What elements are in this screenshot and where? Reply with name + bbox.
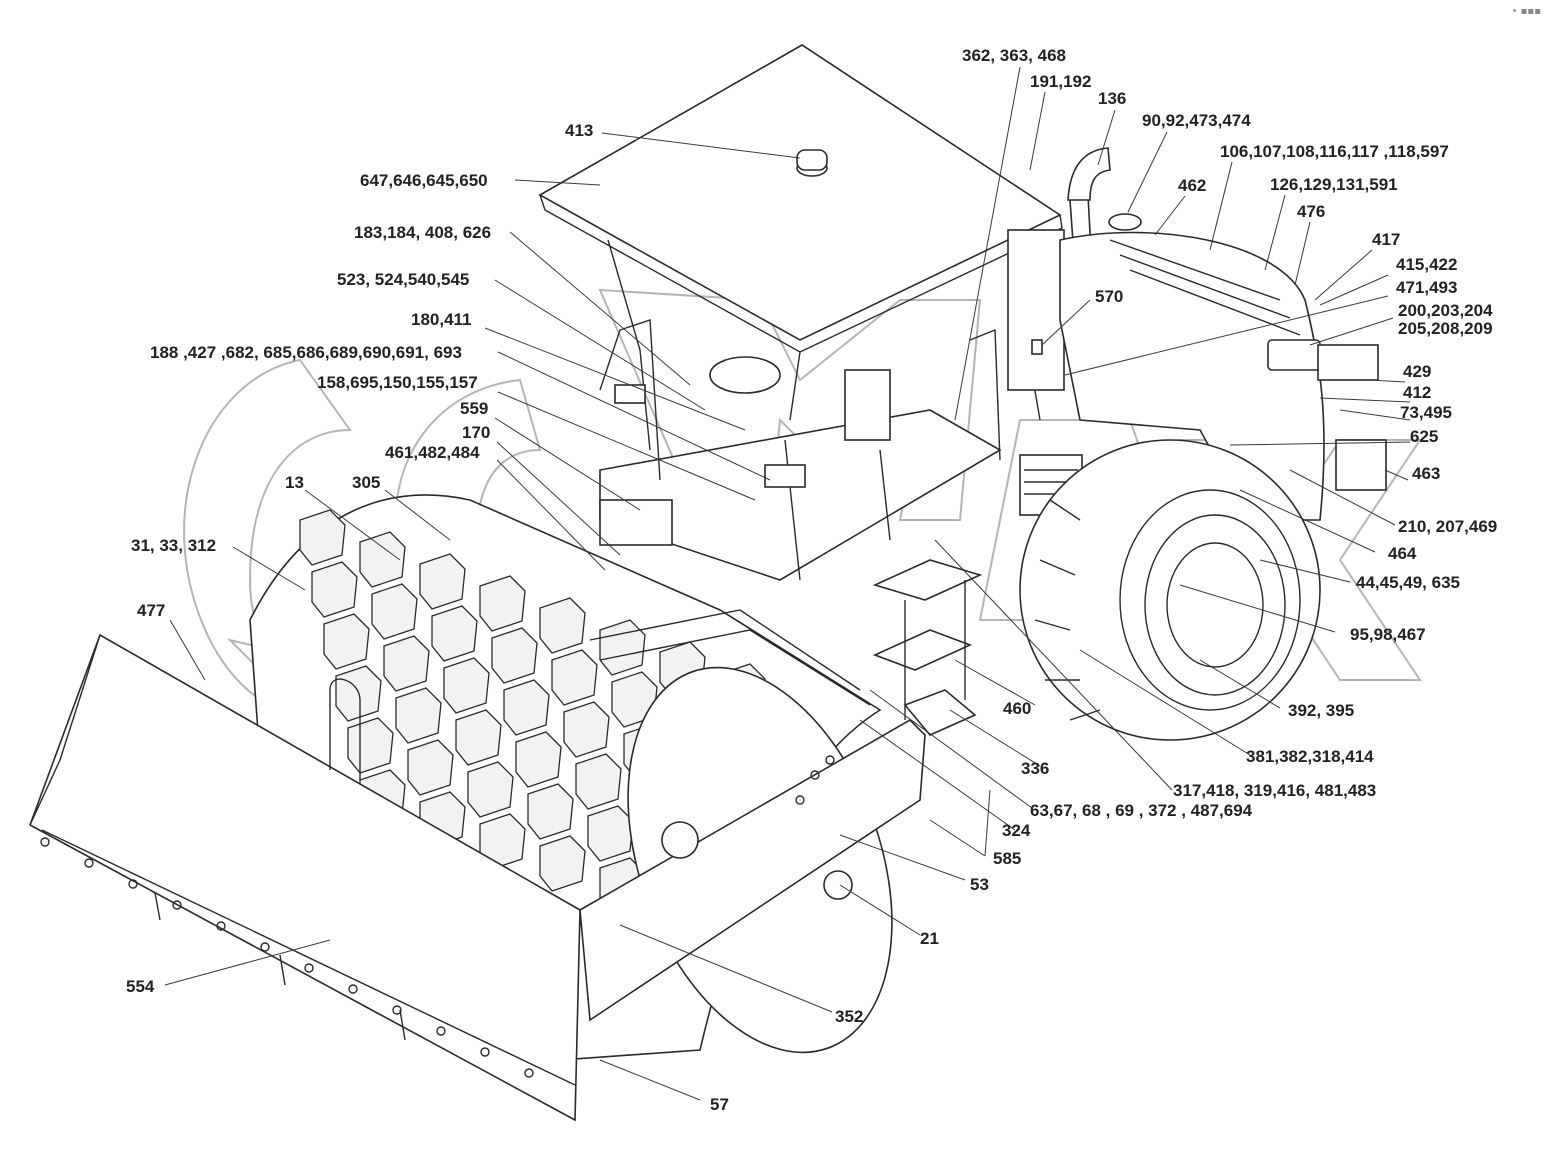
- callout-183: 183,184, 408, 626: [354, 223, 492, 242]
- callout-205: 205,208,209: [1398, 319, 1493, 338]
- rear-wheel: [1019, 439, 1321, 741]
- callout-13: 13: [285, 473, 304, 492]
- padfoot-block: [599, 619, 646, 676]
- padfoot-block: [383, 635, 430, 692]
- callout-90: 90,92,473,474: [1142, 111, 1251, 130]
- padfoot-block: [491, 627, 538, 684]
- padfoot-block: [479, 575, 526, 632]
- callout-158: 158,695,150,155,157: [317, 373, 478, 392]
- padfoot-block: [503, 679, 550, 736]
- callout-352: 352: [835, 1007, 864, 1026]
- callout-188: 188 ,427 ,682, 685,686,689,690,691, 693: [150, 343, 462, 362]
- callout-317: 317,418, 319,416, 481,483: [1173, 781, 1377, 800]
- padfoot-block: [587, 805, 634, 862]
- drum-frame: [579, 609, 926, 1022]
- dozer-blade: [29, 633, 581, 1122]
- callout-106: 106,107,108,116,117 ,118,597: [1220, 142, 1449, 161]
- padfoot-block: [419, 553, 466, 610]
- callout-463: 463: [1412, 464, 1441, 483]
- callout-126: 126,129,131,591: [1270, 175, 1398, 194]
- operator-platform: [599, 319, 1002, 581]
- blade-bolt: [392, 1005, 402, 1015]
- callout-44: 44,45,49, 635: [1356, 573, 1460, 592]
- callout-210: 210, 207,469: [1398, 517, 1498, 536]
- padfoot-block: [299, 509, 346, 566]
- padfoot-block: [539, 597, 586, 654]
- padfoot-block: [395, 687, 442, 744]
- blade-bolt: [348, 984, 358, 994]
- callout-412: 412: [1403, 383, 1432, 402]
- padfoot-block: [371, 583, 418, 640]
- callout-336: 336: [1021, 759, 1050, 778]
- blade-bolt: [172, 900, 182, 910]
- callout-585: 585: [993, 849, 1022, 868]
- callout-523: 523, 524,540,545: [337, 270, 470, 289]
- callout-200: 200,203,204: [1398, 301, 1493, 320]
- callout-73: 73,495: [1400, 403, 1452, 422]
- callout-63: 63,67, 68 , 69 , 372 , 487,694: [1030, 801, 1253, 820]
- callout-21: 21: [920, 929, 939, 948]
- leader-lines: [164, 66, 1411, 1101]
- padfoot-block: [467, 761, 514, 818]
- padfoot-block: [551, 649, 598, 706]
- blade-bolt: [304, 963, 314, 973]
- callout-471: 471,493: [1396, 278, 1458, 297]
- callout-625: 625: [1410, 427, 1439, 446]
- blade-bolt: [524, 1068, 534, 1078]
- callout-415: 415,422: [1396, 255, 1458, 274]
- blade-bolt: [128, 879, 138, 889]
- padfoot-block: [455, 709, 502, 766]
- callout-464: 464: [1388, 544, 1417, 563]
- callout-413: 413: [565, 121, 594, 140]
- blade-bolt: [260, 942, 270, 952]
- padfoot-block: [563, 701, 610, 758]
- callout-392: 392, 395: [1288, 701, 1355, 720]
- callout-362: 362, 363, 468: [962, 46, 1066, 65]
- callout-559: 559: [460, 399, 489, 418]
- blade-bolt: [480, 1047, 490, 1057]
- blade-bolt: [436, 1026, 446, 1036]
- callout-477: 477: [137, 601, 166, 620]
- callout-570: 570: [1095, 287, 1124, 306]
- padfoot-block: [527, 783, 574, 840]
- callout-53: 53: [970, 875, 989, 894]
- padfoot-block: [431, 605, 478, 662]
- padfoot-block: [359, 531, 406, 588]
- callout-647: 647,646,645,650: [360, 171, 488, 190]
- callout-95: 95,98,467: [1350, 625, 1426, 644]
- access-steps: [872, 559, 983, 736]
- callout-417: 417: [1372, 230, 1401, 249]
- callout-170: 170: [462, 423, 491, 442]
- callout-180: 180,411: [411, 310, 472, 329]
- padfoot-block: [311, 561, 358, 618]
- callout-31: 31, 33, 312: [131, 536, 217, 555]
- callout-324: 324: [1002, 821, 1031, 840]
- blade-bolt: [216, 921, 226, 931]
- padfoot-block: [443, 657, 490, 714]
- callout-191: 191,192: [1030, 72, 1092, 91]
- canopy: [538, 44, 1065, 451]
- padfoot-block: [575, 753, 622, 810]
- blade-bolt: [84, 858, 94, 868]
- padfoot-block: [515, 731, 562, 788]
- callout-57: 57: [710, 1095, 729, 1114]
- callout-554: 554: [126, 977, 155, 996]
- callout-476: 476: [1297, 202, 1326, 221]
- callout-429: 429: [1403, 362, 1432, 381]
- padfoot-block: [539, 835, 586, 892]
- callout-381: 381,382,318,414: [1246, 747, 1374, 766]
- callout-461: 461,482,484: [385, 443, 480, 462]
- padfoot-block: [407, 739, 454, 796]
- callout-305: 305: [352, 473, 381, 492]
- callout-462: 462: [1178, 176, 1207, 195]
- callout-460: 460: [1003, 699, 1032, 718]
- padfoot-block: [323, 613, 370, 670]
- padfoot-block: [347, 717, 394, 774]
- callout-136: 136: [1098, 89, 1127, 108]
- viewer-controls[interactable]: • ▪▪▪: [1511, 6, 1541, 17]
- blade-bolt: [40, 837, 50, 847]
